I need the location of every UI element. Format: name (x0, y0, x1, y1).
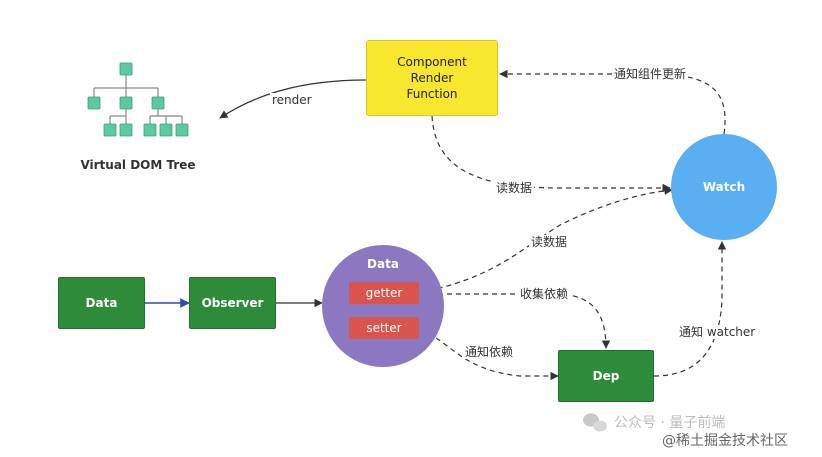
edge-notify-component-update (499, 69, 726, 135)
edge-label-notify-component-update: 通知组件更新 (612, 67, 689, 81)
edge-notify-watcher (653, 241, 727, 377)
edge-label-notify-watcher: 通知 watcher (677, 325, 758, 339)
component-render-line2: Render (410, 71, 454, 85)
data-circle-node: Data getter setter (322, 245, 444, 367)
data-box-node: Data (58, 277, 145, 329)
edge-label-render: render (270, 93, 314, 107)
observer-label: Observer (201, 296, 264, 310)
edge-label-notify-deps: 通知依赖 (463, 345, 516, 359)
edge-label-read-data-mid: 读数据 (529, 235, 570, 249)
virtual-dom-tree-icon (87, 62, 189, 137)
edge-label-collect-deps: 收集依赖 (518, 287, 571, 301)
virtual-dom-tree-label: Virtual DOM Tree (80, 158, 196, 172)
component-render-line3: Function (406, 87, 458, 101)
wechat-icon (583, 413, 607, 432)
dep-label: Dep (592, 369, 620, 383)
edge-collect-deps (420, 293, 611, 349)
setter-pill: setter (349, 317, 419, 339)
component-render-function-node: Component Render Function (366, 40, 498, 116)
edge-render (219, 79, 367, 119)
setter-label: setter (366, 321, 402, 335)
dep-node: Dep (558, 350, 654, 402)
getter-label: getter (365, 286, 403, 300)
getter-pill: getter (349, 282, 419, 304)
edge-read-data-top (431, 115, 671, 193)
component-render-line1: Component (397, 55, 467, 69)
watermark-line1: 公众号 · 量子前端 (614, 415, 726, 431)
data-circle-label: Data (367, 257, 399, 271)
watch-node: Watch (671, 134, 777, 240)
watermark-line2: @稀土掘金技术社区 (662, 433, 788, 449)
observer-node: Observer (189, 277, 276, 329)
watch-label: Watch (702, 180, 746, 194)
edge-read-data-mid (419, 186, 673, 293)
edge-label-read-data-top: 读数据 (494, 181, 535, 195)
data-box-label: Data (85, 296, 118, 310)
